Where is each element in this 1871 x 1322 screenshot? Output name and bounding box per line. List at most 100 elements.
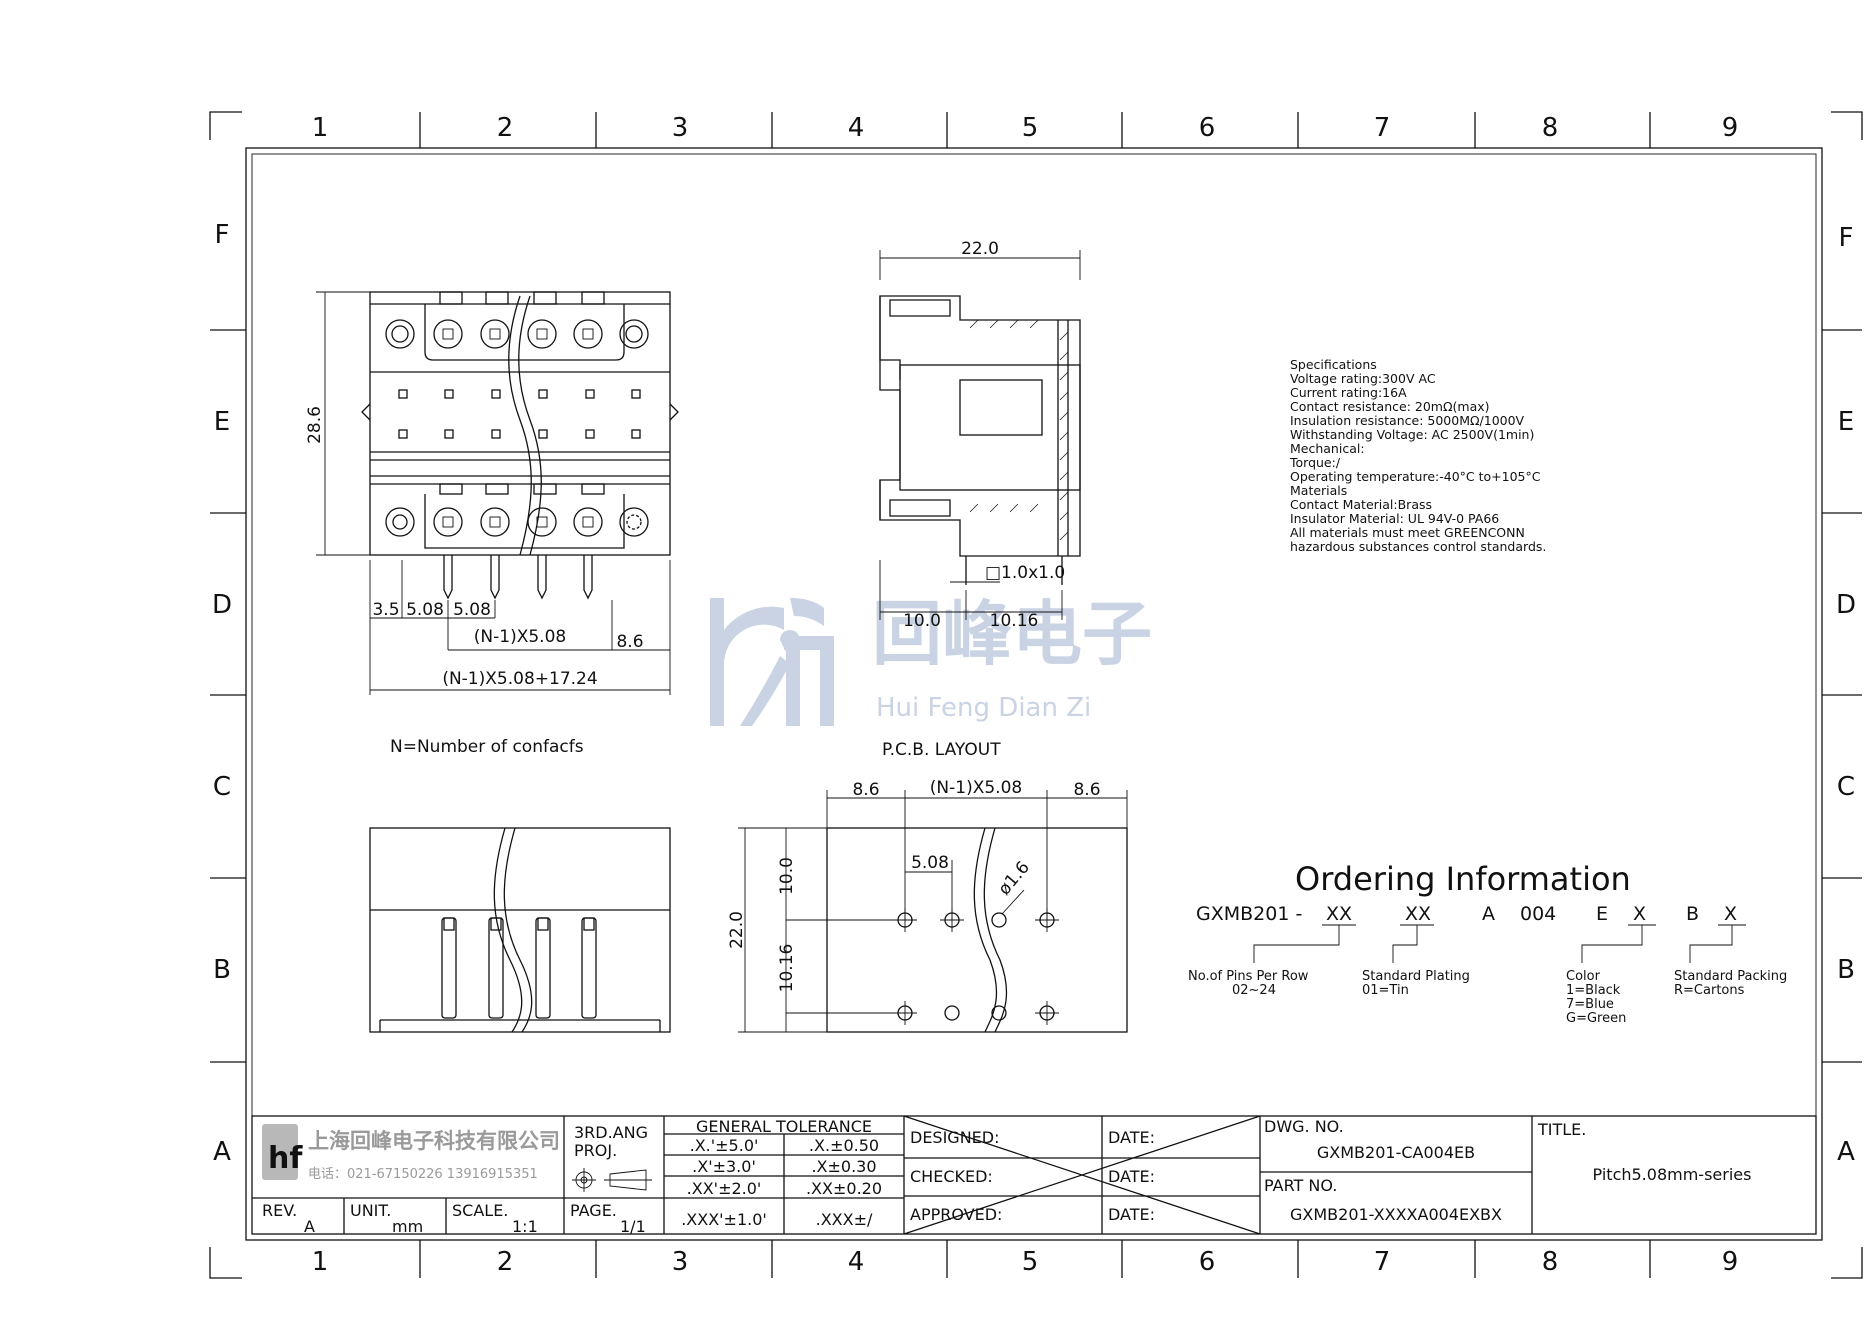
code-prefix: GXMB201 -: [1196, 903, 1302, 925]
row-label: C: [1837, 772, 1855, 802]
col-label: 4: [848, 1247, 865, 1277]
n-note: N=Number of confacfs: [390, 737, 584, 757]
row-label: B: [213, 955, 231, 985]
pins-range: 02~24: [1232, 983, 1276, 998]
hatch-pattern: [969, 319, 1069, 541]
code-a: A: [1482, 903, 1495, 925]
color-1: 1=Black: [1566, 983, 1621, 998]
col-label: 9: [1722, 1247, 1739, 1277]
company-logo-icon: hf: [262, 1124, 303, 1180]
spec-line: Mechanical:: [1290, 441, 1365, 456]
approved-label: APPROVED:: [910, 1205, 1002, 1224]
pcb-layout-label: P.C.B. LAYOUT: [882, 740, 1001, 760]
row-label: F: [215, 220, 230, 250]
spec-line: Contact Material:Brass: [1290, 497, 1432, 512]
spec-line: Voltage rating:300V AC: [1290, 371, 1436, 386]
code-e: E: [1596, 903, 1608, 925]
color-7: 7=Blue: [1566, 997, 1614, 1012]
dim-pitch-c: 5.08: [453, 600, 491, 620]
grid-column-labels: 1 2 3 4 5 6 7 8 9 1 2 3 4 5 6 7 8 9: [312, 113, 1739, 1277]
watermark-pinyin: Hui Feng Dian Zi: [876, 693, 1091, 723]
color-g: G=Green: [1566, 1011, 1626, 1026]
dim-pcb-bottom: 10.16: [777, 944, 797, 993]
row-label: A: [213, 1137, 231, 1167]
proj-label-2: PROJ.: [574, 1141, 617, 1160]
row-label: D: [1836, 590, 1856, 620]
col-label: 7: [1374, 113, 1391, 143]
col-label: 3: [672, 113, 689, 143]
spec-line: Contact resistance: 20mΩ(max): [1290, 399, 1490, 414]
dim-pcb-left: 8.6: [852, 780, 879, 800]
plating-title: Standard Plating: [1362, 969, 1470, 984]
col-label: 8: [1542, 113, 1559, 143]
dim-pitch-b: 5.08: [406, 600, 444, 620]
dim-pin-size: □1.0x1.0: [985, 563, 1065, 583]
col-label: 1: [312, 1247, 329, 1277]
part-no-value: GXMB201-XXXXA004EXBX: [1290, 1205, 1502, 1224]
tolerance-cell: .X'±3.0': [692, 1157, 756, 1176]
col-label: 5: [1022, 1247, 1039, 1277]
color-title: Color: [1566, 969, 1601, 984]
code-color: X: [1633, 903, 1646, 925]
company-name: 上海回峰电子科技有限公司: [308, 1129, 560, 1153]
unit-label: UNIT.: [350, 1201, 391, 1220]
grid-row-labels: F E D C B A F E D C B A: [212, 220, 1856, 1167]
row-label: B: [1837, 955, 1855, 985]
rev-value: A: [304, 1217, 315, 1236]
row-label: E: [1838, 407, 1854, 437]
dim-n-pitch: (N-1)X5.08: [474, 627, 566, 647]
spec-line: Operating temperature:-40°C to+105°C: [1290, 469, 1541, 484]
spec-line: Torque:/: [1289, 455, 1341, 470]
row-label: D: [212, 590, 232, 620]
row-label: F: [1839, 223, 1854, 253]
svg-text:hf: hf: [268, 1141, 303, 1176]
page-label: PAGE.: [570, 1201, 617, 1220]
side-view: 22.0 □1.0x1.0 10.0: [879, 239, 1081, 631]
company-phone: 电话：021-67150226 13916915351: [308, 1167, 538, 1182]
rev-label: REV.: [262, 1201, 297, 1220]
pins-title: No.of Pins Per Row: [1188, 969, 1309, 984]
tolerance-cell: .XXX'±1.0': [681, 1210, 767, 1229]
dim-pcb-right: 8.6: [1073, 780, 1100, 800]
row-label: E: [214, 407, 230, 437]
col-label: 2: [497, 113, 514, 143]
proj-label-1: 3RD.ANG: [574, 1123, 648, 1142]
watermark: 回峰电子 Hui Feng Dian Zi: [710, 593, 1152, 726]
title-label: TITLE.: [1537, 1120, 1586, 1139]
spec-line: Current rating:16A: [1290, 385, 1407, 400]
tolerance-title: GENERAL TOLERANCE: [696, 1117, 872, 1136]
code-pins: XX: [1326, 903, 1352, 925]
tolerance-cell: .X±0.30: [811, 1157, 876, 1176]
spec-line: Materials: [1290, 483, 1347, 498]
code-004: 004: [1520, 903, 1556, 925]
dim-pcb-mid: (N-1)X5.08: [930, 778, 1022, 798]
dim-total-len: (N-1)X5.08+17.24: [442, 669, 597, 689]
date-label: DATE:: [1108, 1167, 1155, 1186]
spec-line: All materials must meet GREENCONN: [1290, 525, 1525, 540]
specifications: Specifications Voltage rating:300V AC Cu…: [1289, 357, 1546, 554]
projection-symbol-icon: [572, 1168, 652, 1192]
dim-pcb-hole: ø1.6: [995, 858, 1034, 900]
scale-value: 1:1: [512, 1217, 538, 1236]
ordering-information: Ordering Information GXMB201 - XX XX A 0…: [1188, 860, 1787, 1026]
pcb-hole-icon: [897, 912, 1055, 1021]
dim-pitch-a: 3.5: [372, 600, 399, 620]
screw-icon: [385, 507, 649, 537]
title-value: Pitch5.08mm-series: [1593, 1165, 1752, 1184]
row-label: A: [1837, 1137, 1855, 1167]
col-label: 1: [312, 113, 329, 143]
tolerance-cell: .X.'±5.0': [690, 1136, 759, 1155]
dim-end-len: 8.6: [616, 632, 643, 652]
spec-line: Specifications: [1290, 357, 1377, 372]
spec-line: hazardous substances control standards.: [1290, 539, 1546, 554]
bottom-view: [369, 827, 671, 1033]
col-label: 2: [497, 1247, 514, 1277]
dim-front-height: 28.6: [305, 406, 325, 444]
designed-label: DESIGNED:: [910, 1128, 1000, 1147]
front-view-dimensions: 28.6 3.5 5.08 5.08 (N-1)X5.08 8.6 (N-1)X…: [305, 291, 671, 695]
dim-pcb-height: 22.0: [727, 911, 747, 949]
col-label: 4: [848, 113, 865, 143]
unit-value: mm: [392, 1217, 423, 1236]
dim-side-width: 22.0: [961, 239, 999, 259]
col-label: 3: [672, 1247, 689, 1277]
